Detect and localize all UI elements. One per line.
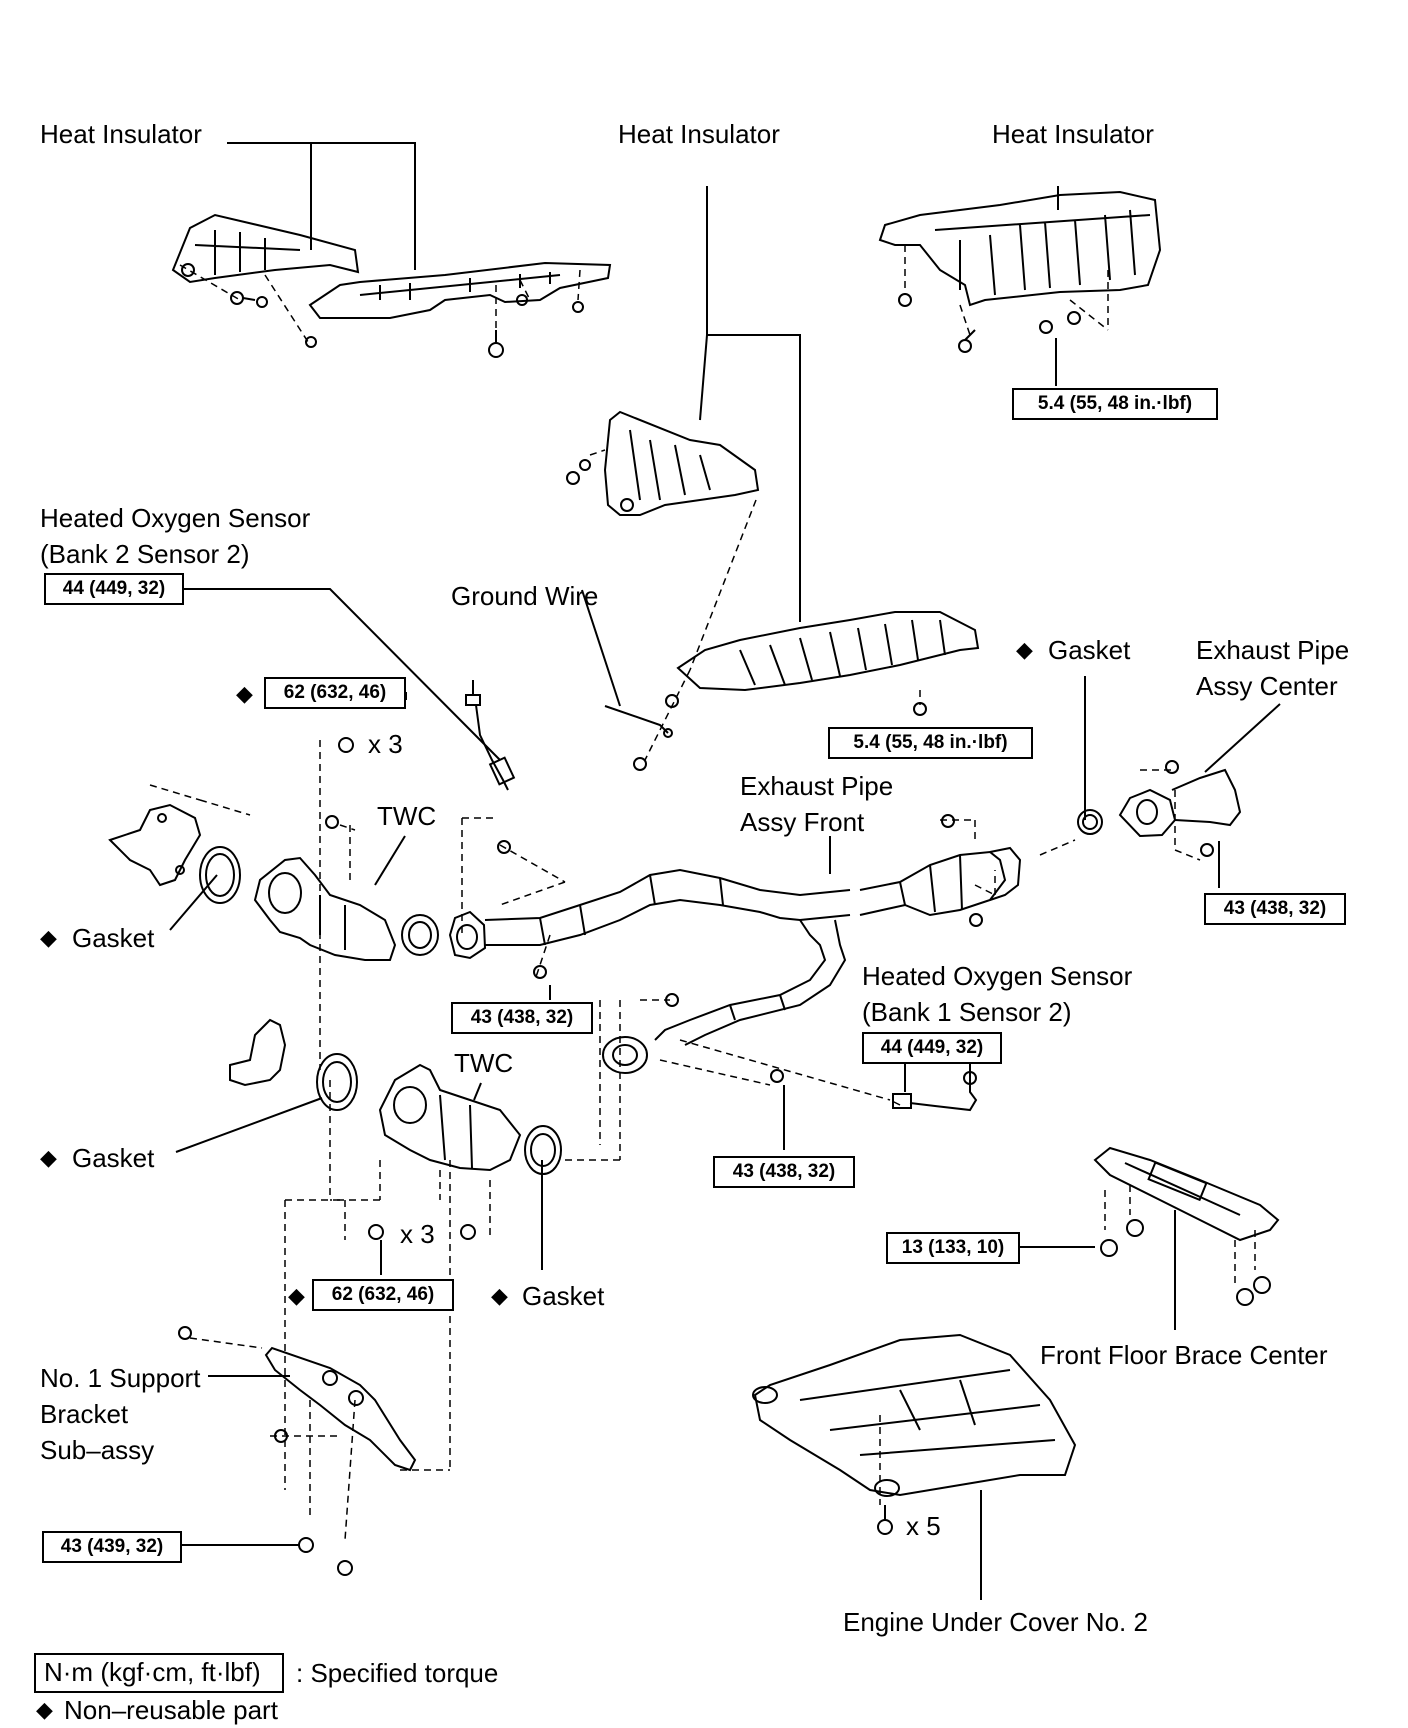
ho2-bank1-part [892,1071,978,1112]
label-support-line1: No. 1 Support [40,1363,201,1393]
torque-heat-insulator-right: 5.4 (55, 48 in.·lbf) [1012,388,1218,420]
count-under-cover-bolts: x 5 [906,1511,941,1541]
label-front-floor-brace: Front Floor Brace Center [1040,1340,1328,1370]
torque-heat-insulator-center: 5.4 (55, 48 in.·lbf) [828,727,1033,759]
non-reusable-marker: ◆ [491,1283,508,1308]
legend-non-reusable: Non–reusable part [64,1695,278,1725]
torque-twc-lower-nuts: 62 (632, 46) [312,1279,454,1311]
torque-ho2-bank2: 44 (449, 32) [44,573,184,605]
legend-torque-unit: N·m (kgf·cm, ft·lbf) [34,1653,284,1693]
legend-torque-desc: : Specified torque [296,1658,499,1688]
torque-floor-brace: 13 (133, 10) [886,1232,1020,1264]
label-support-line3: Sub–assy [40,1435,155,1465]
non-reusable-marker: ◆ [288,1283,305,1308]
gasket-bottom-part [524,1125,562,1175]
label-engine-under-cover: Engine Under Cover No. 2 [843,1607,1148,1637]
heat-insulator-center-small-part [566,410,760,516]
ground-wire-part [604,705,673,738]
front-pipe-fasteners [533,809,1103,1083]
count-twc-lower-nuts: x 3 [400,1219,435,1249]
heat-insulator-left-part [171,213,612,319]
twc-upper-part [253,856,439,961]
label-gasket-top-right: Gasket [1048,635,1131,665]
label-twc-lower: TWC [454,1048,514,1078]
torque-support-bracket: 43 (439, 32) [42,1531,182,1563]
torque-front-pipe-left: 43 (438, 32) [451,1002,593,1034]
heat-insulator-right-part [878,190,1162,353]
exhaust-pipe-center-part [1118,760,1242,857]
twc-upper-fasteners [325,737,511,854]
label-gasket-bottom: Gasket [522,1281,605,1311]
label-ho2-bank1-line2: (Bank 1 Sensor 2) [862,997,1072,1027]
count-twc-upper-nuts: x 3 [368,729,403,759]
label-ho2-bank1-line1: Heated Oxygen Sensor [862,961,1133,991]
gasket-left-lower-part [316,1053,358,1111]
label-exhaust-front-line2: Assy Front [740,807,865,837]
twc-lower-part [378,1063,522,1172]
twc-lower-fasteners [368,1224,476,1240]
label-ground-wire: Ground Wire [451,581,599,611]
non-reusable-marker: ◆ [40,1145,57,1170]
assembly-lines [149,245,1256,1541]
label-exhaust-center-line2: Assy Center [1196,671,1338,701]
label-gasket-left-upper: Gasket [72,923,155,953]
label-support-line2: Bracket [40,1399,129,1429]
label-twc-upper: TWC [377,801,437,831]
label-heat-insulator-center: Heat Insulator [618,119,780,149]
non-reusable-marker: ◆ [236,681,253,706]
leader-lines [169,142,1281,1600]
torque-twc-upper-nuts: 62 (632, 46) [264,677,406,709]
exhaust-pipe-front-part [448,846,1022,1074]
label-exhaust-center-line1: Exhaust Pipe [1196,635,1350,665]
exhaust-manifold-upper [108,803,202,887]
gasket-left-upper-part [199,846,241,904]
legend-diamond: ◆ [36,1697,53,1722]
heat-insulator-center-big-part [633,611,980,771]
label-heat-insulator-right: Heat Insulator [992,119,1154,149]
non-reusable-marker: ◆ [1016,637,1033,662]
front-floor-brace-part [1093,1146,1280,1306]
torque-exhaust-center: 43 (438, 32) [1204,893,1346,925]
label-gasket-left-lower: Gasket [72,1143,155,1173]
torque-front-pipe-right: 43 (438, 32) [713,1156,855,1188]
label-ho2-bank2-line2: (Bank 2 Sensor 2) [40,539,250,569]
engine-under-cover-part [752,1333,1077,1535]
torque-ho2-bank1: 44 (449, 32) [862,1032,1002,1064]
support-bracket-part [178,1326,417,1576]
label-ho2-bank2-line1: Heated Oxygen Sensor [40,503,311,533]
exhaust-manifold-lower [229,1018,287,1087]
label-exhaust-front-line1: Exhaust Pipe [740,771,894,801]
non-reusable-marker: ◆ [40,925,57,950]
heat-insulator-left-fasteners [230,291,584,358]
label-heat-insulator-left: Heat Insulator [40,119,202,149]
ho2-bank2-part [465,680,516,791]
